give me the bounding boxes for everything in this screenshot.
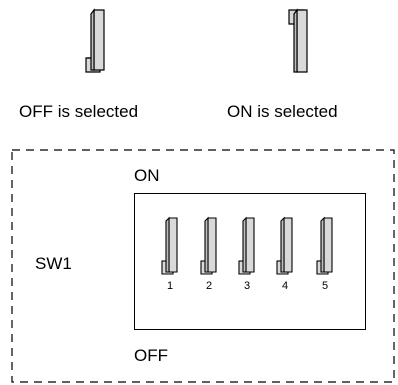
dip-lever-3-icon[interactable]: [235, 216, 263, 278]
dip-position-number-4: 4: [281, 280, 289, 292]
legend-off-label: OFF is selected: [19, 102, 139, 121]
dip-lever-2-icon[interactable]: [197, 216, 225, 278]
legend-on-switch-icon: [288, 8, 308, 73]
switch-name-label: SW1: [35, 254, 72, 273]
legend-on-label: ON is selected: [227, 102, 338, 121]
dip-position-number-1: 1: [166, 280, 174, 292]
dip-position-number-2: 2: [205, 280, 213, 292]
dip-position-number-5: 5: [321, 280, 329, 292]
dip-off-label: OFF: [134, 346, 168, 365]
dip-lever-4-icon[interactable]: [273, 216, 301, 278]
legend-off-switch-icon: [85, 8, 105, 73]
dip-position-number-3: 3: [243, 280, 251, 292]
dip-on-label: ON: [134, 166, 160, 185]
dip-switch-body: [134, 193, 366, 330]
dip-lever-1-icon[interactable]: [158, 216, 186, 278]
dip-lever-5-icon[interactable]: [313, 216, 341, 278]
